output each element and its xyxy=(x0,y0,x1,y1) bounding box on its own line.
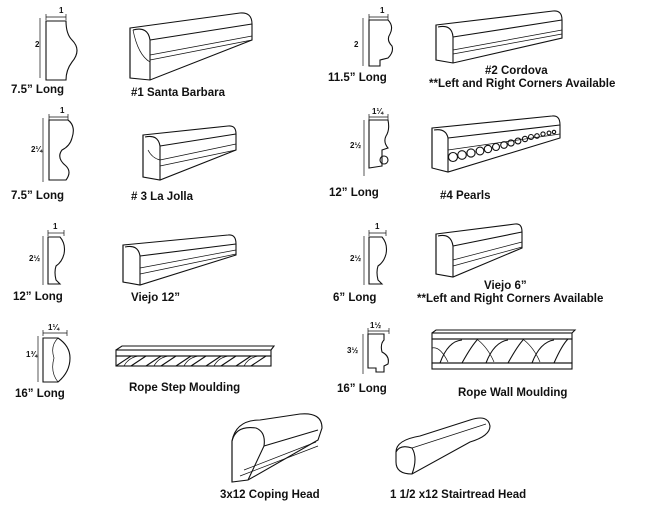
length-label: 11.5” Long xyxy=(328,72,387,84)
length-label: 7.5” Long xyxy=(11,190,65,202)
height-dim: 2½ xyxy=(350,254,362,263)
height-dim: 1¾ xyxy=(26,350,38,359)
width-dim: 1 xyxy=(375,222,380,231)
product-name: #1 Santa Barbara xyxy=(131,87,225,99)
product-name: Rope Wall Moulding xyxy=(458,387,568,399)
height-dim: 3½ xyxy=(347,346,359,355)
product-name: #2 Cordova xyxy=(485,65,548,77)
product-name: Viejo 6” xyxy=(484,280,527,292)
product-note: **Left and Right Corners Available xyxy=(417,293,604,305)
width-dim: 1 xyxy=(60,106,65,115)
width-dim: 1½ xyxy=(370,321,382,330)
width-dim: 1 xyxy=(59,6,64,15)
width-dim: 1 xyxy=(53,222,58,231)
length-label: 16” Long xyxy=(15,388,65,400)
width-dim: 1¼ xyxy=(48,323,60,332)
product-name: 3x12 Coping Head xyxy=(220,489,320,501)
product-name: Rope Step Moulding xyxy=(129,382,241,394)
product-name: 1 1/2 x12 Stairtread Head xyxy=(390,489,527,501)
height-dim: 2¼ xyxy=(31,145,43,154)
length-label: 6” Long xyxy=(333,292,377,304)
width-dim: 1¼ xyxy=(372,107,384,116)
product-name: # 3 La Jolla xyxy=(131,191,194,203)
product-note: **Left and Right Corners Available xyxy=(429,78,616,90)
length-label: 12” Long xyxy=(13,291,63,303)
length-label: 7.5” Long xyxy=(11,84,65,96)
length-label: 12” Long xyxy=(329,187,379,199)
height-dim: 2½ xyxy=(29,254,41,263)
product-name: Viejo 12” xyxy=(131,292,181,304)
product-name: #4 Pearls xyxy=(440,190,491,202)
height-dim: 2½ xyxy=(350,141,362,150)
height-dim: 2 xyxy=(354,40,359,49)
width-dim: 1 xyxy=(380,6,385,15)
length-label: 16” Long xyxy=(337,383,387,395)
height-dim: 2 xyxy=(35,40,40,49)
